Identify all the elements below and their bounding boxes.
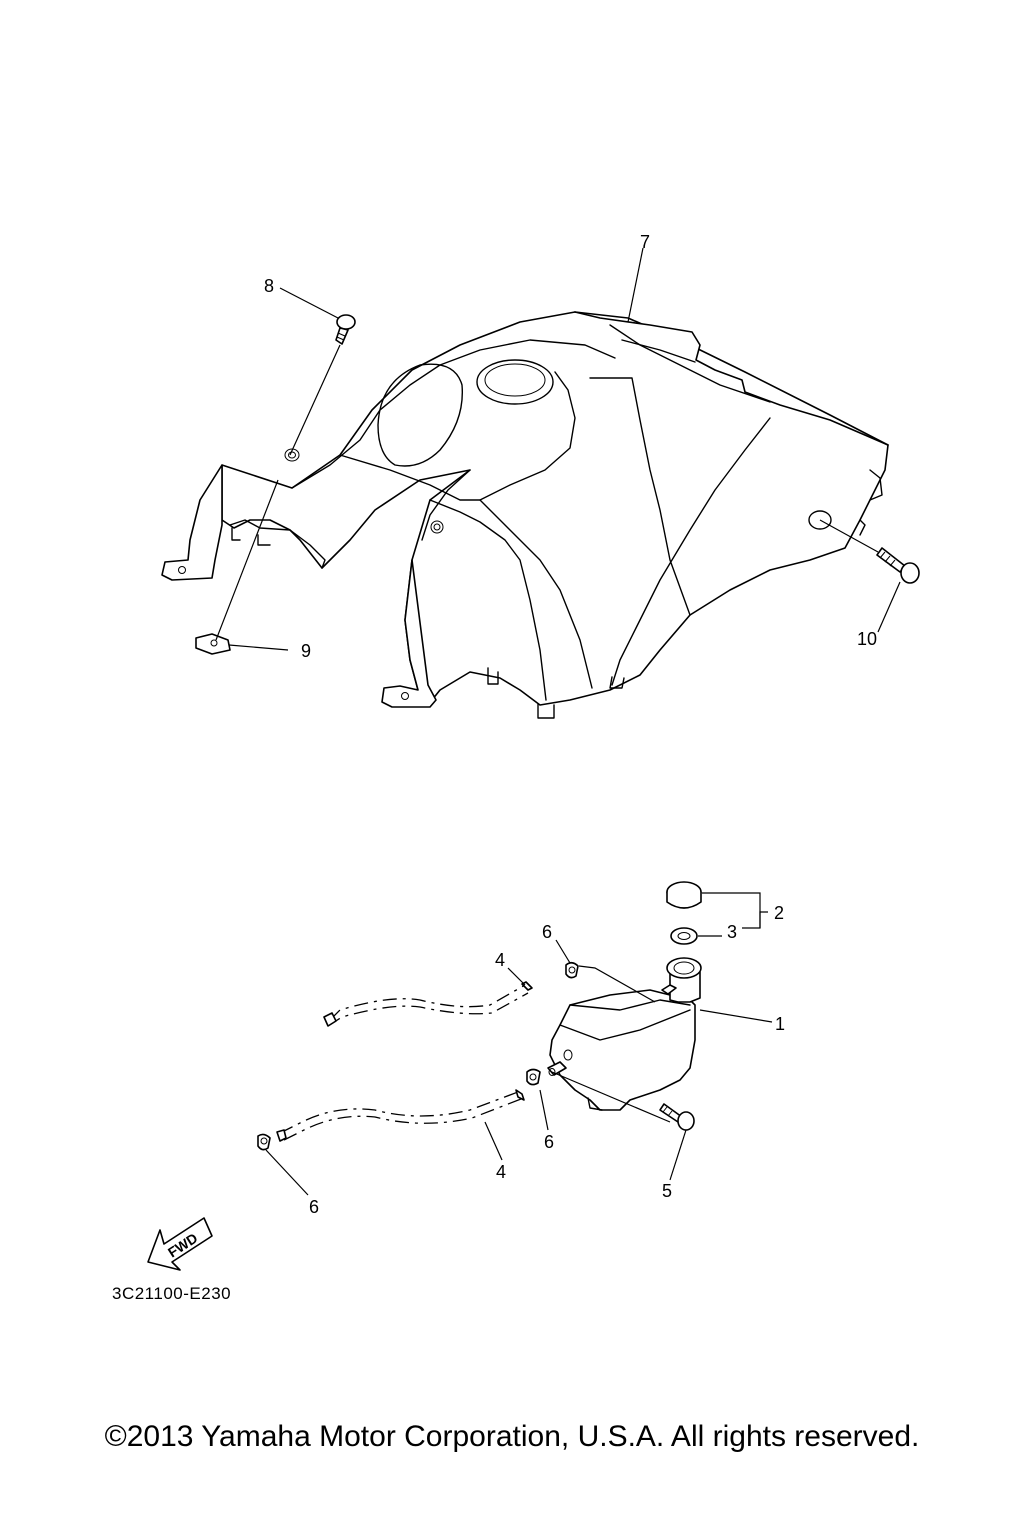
callout-6-top: 6 [542,922,552,942]
gasket-3-part [670,927,698,945]
diagram-reference-code: 3C21100-E230 [112,1284,232,1303]
bolt-5-part [659,1103,695,1131]
callout-8: 8 [264,276,274,296]
callout-1: 1 [775,1014,785,1034]
callout-9: 9 [301,641,311,661]
copyright-notice: ©2013 Yamaha Motor Corporation, U.S.A. A… [104,1420,920,1453]
hose-4-upper-part [323,981,533,1027]
leader-lines-lower [265,892,773,1196]
callout-10: 10 [857,629,877,649]
clamp-6-middle-part [526,1068,541,1086]
hose-4-lower-part [276,1089,525,1142]
callout-6-middle: 6 [544,1132,554,1152]
callout-4-bottom: 4 [496,1162,506,1182]
callout-6-bottom: 6 [309,1197,319,1217]
callout-3: 3 [727,922,737,942]
clip-nut-9-part [195,633,231,655]
callout-2: 2 [774,903,784,923]
cap-2-part [666,881,702,909]
clamp-6-lower-part [257,1133,271,1151]
reservoir-tank-part [547,957,702,1111]
callout-5: 5 [662,1181,672,1201]
callout-4-top: 4 [495,950,505,970]
bolt-10-part [876,547,920,584]
clamp-6-upper-part [565,961,579,979]
leader-lines-upper [215,247,901,651]
screw-8-part [335,314,356,345]
front-cover-part [161,311,889,719]
callout-7: 7 [640,232,650,252]
fwd-direction-arrow-icon: FWD [147,1217,213,1271]
